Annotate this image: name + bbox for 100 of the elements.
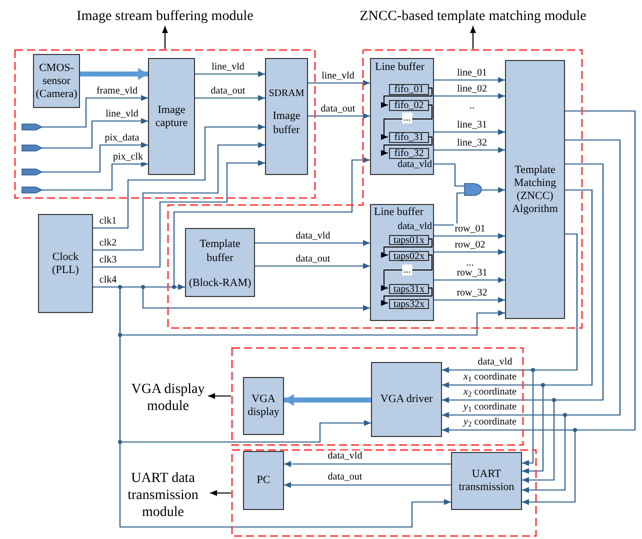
signal-arrow (434, 233, 505, 239)
signal-label: line_vld (104, 108, 140, 120)
signal-label: clk1 (98, 216, 118, 226)
signal-label: row_32 (456, 288, 488, 298)
bus-arrow (80, 68, 148, 80)
block-box (148, 58, 195, 175)
signal-arrow (522, 189, 593, 474)
block-label: data_vld (398, 220, 432, 233)
ellipsis-label: .. (470, 100, 474, 112)
signal-arrow (208, 393, 231, 399)
signal-label: pix_clk (112, 152, 144, 162)
signal-arrow (434, 129, 505, 135)
signal-arrow (308, 113, 370, 119)
signal-arrow (482, 187, 505, 193)
signal-arrow (42, 142, 148, 173)
signal-label: line_01 (456, 68, 488, 78)
signal-label: frame_vld (95, 86, 139, 96)
signal-label: pix_data (104, 132, 140, 144)
register-box (389, 251, 429, 261)
block-label: Line buffer (374, 206, 424, 219)
block-box (33, 54, 80, 108)
signal-label: data_vld (326, 450, 364, 462)
signal-arrow (522, 110, 636, 505)
block-box (371, 362, 442, 437)
signal-arrow (255, 263, 370, 269)
signal-arrow (93, 142, 265, 251)
signal-arrow (284, 461, 451, 467)
signal-arrow (522, 233, 578, 466)
and-gate-symbol (464, 183, 482, 196)
connector-line (434, 163, 464, 187)
signal-label: ... (402, 112, 412, 124)
input-port-symbol (22, 145, 42, 151)
signal-arrow (195, 95, 265, 101)
block-box (265, 58, 308, 175)
block-label: VGA display (246, 393, 280, 419)
signal-arrow (93, 124, 265, 229)
signal-arrow (434, 77, 505, 83)
block-label: (Block-RAM) (188, 277, 252, 290)
register-label: fifo_02 (394, 101, 424, 110)
connector-line (434, 192, 464, 226)
block-box (505, 60, 565, 319)
register-label: fifo_32 (394, 149, 424, 158)
signal-label: data_out (210, 86, 246, 96)
block-box (243, 451, 284, 510)
register-label: taps31x (393, 284, 425, 294)
register-label: taps01x (393, 236, 425, 244)
signal-arrow (42, 118, 148, 149)
register-box (389, 148, 429, 159)
signal-label: data_out (326, 472, 364, 482)
signal-label: y$_{2}$ coordinate (462, 416, 518, 428)
register-label: taps32x (393, 300, 425, 308)
signal-arrow (284, 482, 451, 488)
signal-label: ... (402, 264, 412, 276)
signal-arrow (195, 71, 265, 77)
dashed-module-frame (231, 449, 537, 537)
block-label: VGA driver (380, 393, 433, 406)
block-label: Clock (PLL) (51, 250, 80, 276)
signal-arrow (42, 161, 148, 191)
module-title: Image stream buffering module (55, 6, 275, 26)
block-box (370, 204, 434, 321)
block-label: Template buffer (198, 237, 242, 265)
input-port-symbol (22, 187, 42, 193)
signal-label: x$_{1}$ coordinate (462, 372, 518, 382)
signal-label: data_out (320, 104, 356, 114)
register-box (389, 84, 429, 95)
signal-arrow (162, 26, 168, 49)
input-port-symbol (22, 169, 42, 175)
signal-label: data_out (294, 254, 332, 264)
input-port-symbol (22, 124, 42, 130)
chain-arrow (381, 136, 432, 156)
signal-label: data_vld (476, 356, 514, 368)
signal-arrow (434, 277, 505, 283)
signal-label: line_vld (210, 62, 246, 72)
signal-arrow (434, 249, 505, 255)
bus-arrow (284, 394, 371, 406)
signal-arrow (434, 93, 505, 99)
ellipsis-label: ... (466, 258, 474, 268)
module-title: VGA display module (128, 380, 208, 416)
chain-arrow (381, 238, 432, 258)
block-label: SDRAM (268, 87, 306, 100)
block-box (185, 228, 255, 297)
dashed-module-frame (231, 347, 524, 446)
block-label: CMOS-sensor (Camera) (34, 62, 78, 100)
block-label: Line buffer (375, 61, 425, 74)
signal-label: line_32 (456, 138, 488, 148)
signal-arrow (522, 163, 604, 483)
signal-arrow (42, 95, 148, 128)
signal-arrow (470, 26, 476, 49)
signal-arrow (308, 80, 370, 86)
block-label: Image buffer (272, 109, 302, 137)
block-label: Template Matching (ZNCC) Algorithm (511, 164, 559, 216)
chain-arrow (381, 88, 432, 108)
signal-label: x$_{2}$ coordinate (462, 386, 518, 398)
register-box (389, 132, 429, 143)
register-label: taps02x (393, 252, 425, 260)
signal-label: row_01 (454, 224, 486, 234)
signal-label: clk4 (98, 274, 118, 286)
block-label: Image capture (154, 104, 189, 130)
signal-label: line_31 (456, 120, 488, 130)
module-title: ZNCC-based template matching module (348, 6, 598, 26)
